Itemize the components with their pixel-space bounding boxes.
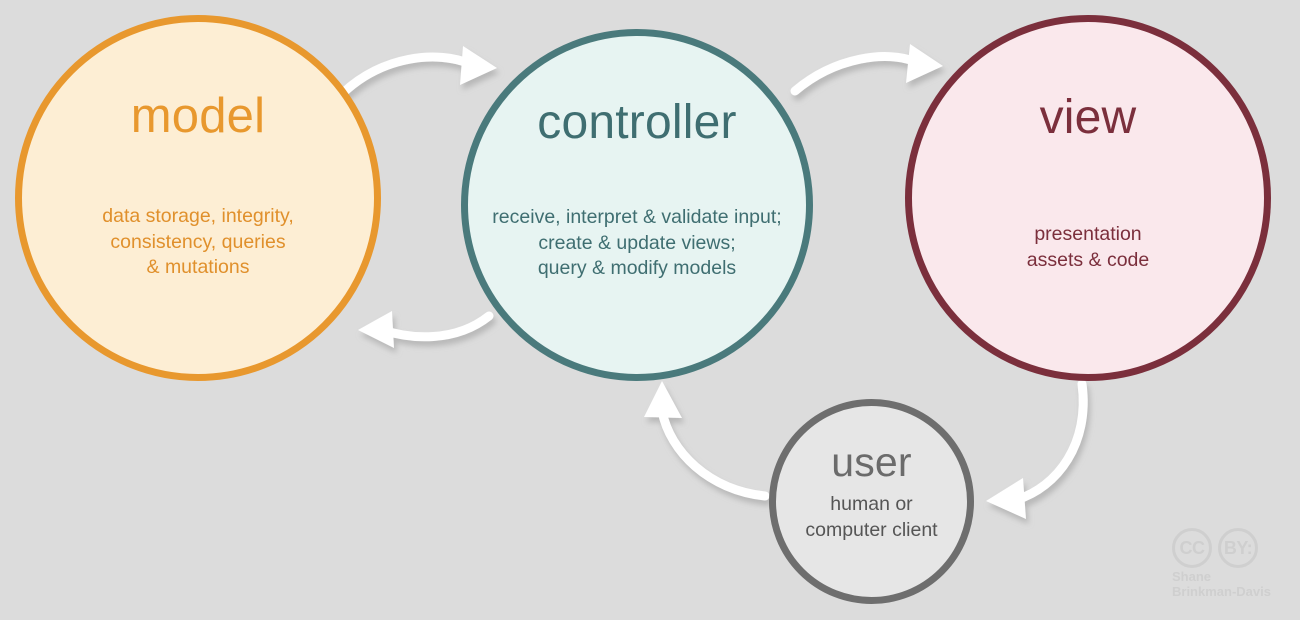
node-view-title: view [1039,91,1137,144]
creative-commons-icon: CC [1172,528,1212,568]
creative-commons-badge[interactable]: CC BY: Shane Brinkman-Davis [1172,528,1290,610]
attribution-by-icon: BY: [1218,528,1258,568]
node-model-title: model [130,89,266,143]
arrow-controller-to-model [358,311,494,348]
node-user[interactable]: user human or computer client [769,399,974,604]
node-model[interactable]: model data storage, integrity, consisten… [15,15,381,381]
node-controller[interactable]: controller receive, interpret & validate… [461,29,813,381]
node-view[interactable]: view presentation assets & code [905,15,1271,381]
node-user-description: human or computer client [805,493,938,541]
cc-marks: CC BY: [1172,528,1258,568]
arrow-model-to-controller [338,46,497,98]
node-model-description: data storage, integrity, consistency, qu… [102,205,294,279]
node-user-title: user [831,439,912,485]
arrow-controller-to-view [790,44,943,96]
node-controller-description: receive, interpret & validate input; cre… [492,206,782,280]
node-view-description: presentation assets & code [1026,223,1150,271]
arrow-view-to-user [986,379,1088,519]
license-attribution-text: Shane Brinkman-Davis [1172,569,1271,599]
node-controller-title: controller [537,96,737,149]
arrow-user-to-controller [644,381,770,501]
